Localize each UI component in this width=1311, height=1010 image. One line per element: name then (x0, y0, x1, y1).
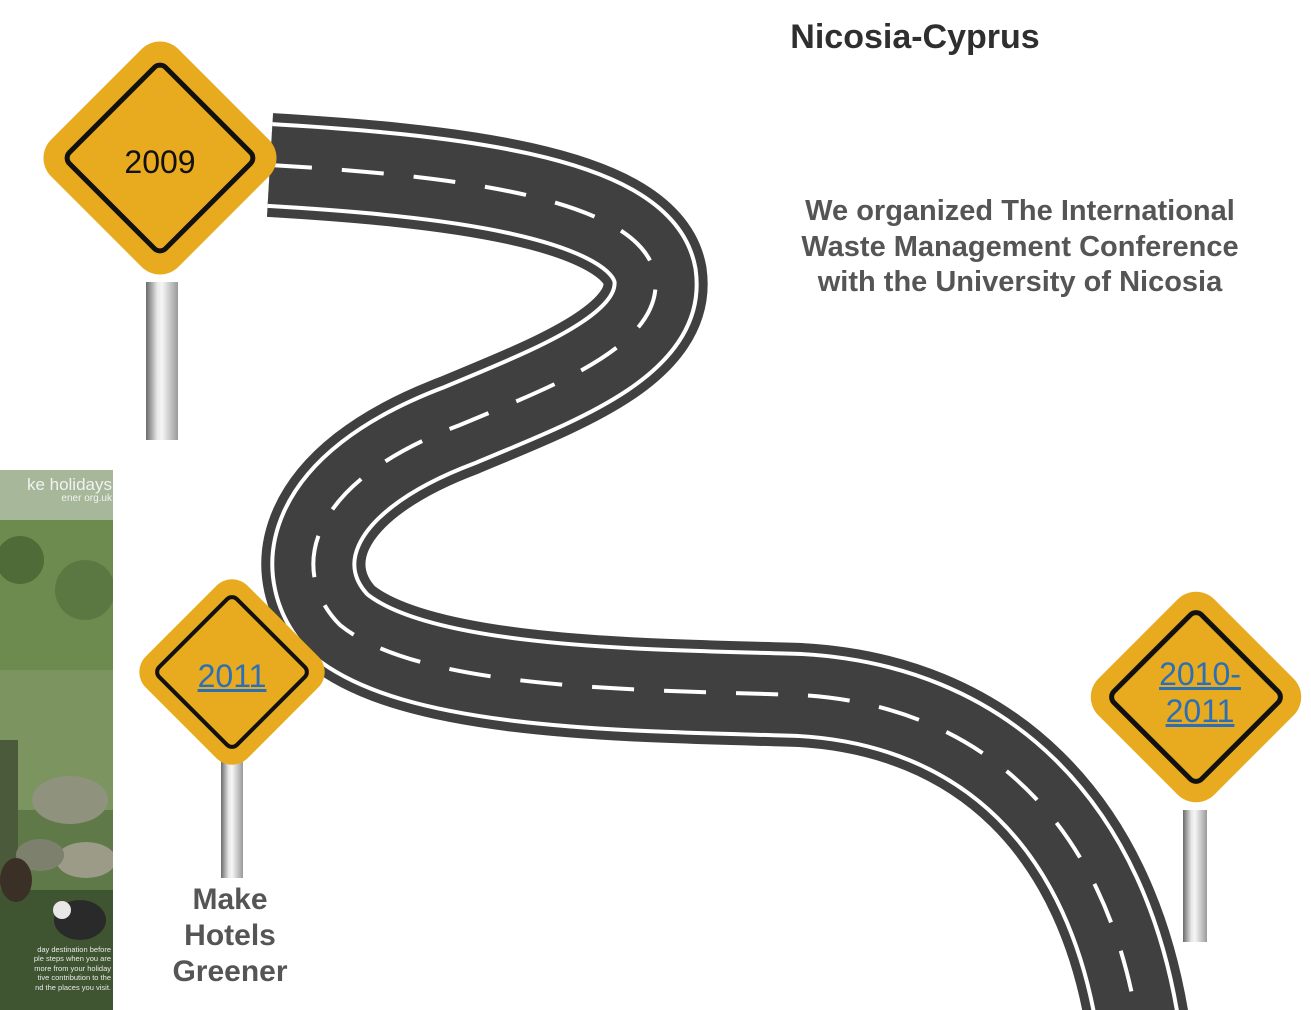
poster-caption-line: day destination before (37, 945, 111, 954)
sign-pole-2009 (146, 282, 178, 440)
poster-caption: day destination before ple steps when yo… (2, 945, 111, 992)
sign-2010-2011 (1090, 591, 1302, 803)
sign-pole-2011 (221, 760, 243, 878)
sign-2011 (139, 579, 325, 765)
poster-image: ke holidays ener org.uk day destination … (0, 470, 113, 1010)
poster-scene (0, 470, 113, 1010)
make-hotels-greener-label: Make Hotels Greener (150, 882, 310, 990)
label-line-1: Make (192, 883, 268, 916)
poster-caption-line: more from your holiday (34, 963, 111, 973)
event-description-line-1: We organized The International (805, 195, 1235, 227)
sign-2010-2011-link-line1[interactable]: 2010- (1159, 656, 1241, 692)
event-description: We organized The International Waste Man… (700, 194, 1311, 301)
sign-2010-2011-link-line2[interactable]: 2011 (1165, 692, 1235, 729)
label-line-2: Hotels (184, 919, 276, 952)
sign-2011-link[interactable]: 2011 (197, 658, 267, 694)
sign-2009-label: 2009 (124, 144, 196, 180)
sign-2009 (43, 41, 277, 275)
sign-pole-2010-2011 (1183, 810, 1207, 942)
poster-subtitle: ener org.uk (61, 493, 112, 504)
poster-caption-line: nd the places you visit. (35, 982, 111, 992)
poster-title: ke holidays (26, 475, 112, 494)
event-description-line-3: with the University of Nicosia (817, 266, 1223, 299)
event-description-line-2: Waste Management Conference (801, 230, 1239, 263)
poster-caption-line: ple steps when you are (33, 954, 111, 964)
poster-caption-line: tive contribution to the (37, 973, 111, 983)
label-line-3: Greener (172, 955, 288, 988)
location-heading: Nicosia-Cyprus (790, 18, 1040, 56)
